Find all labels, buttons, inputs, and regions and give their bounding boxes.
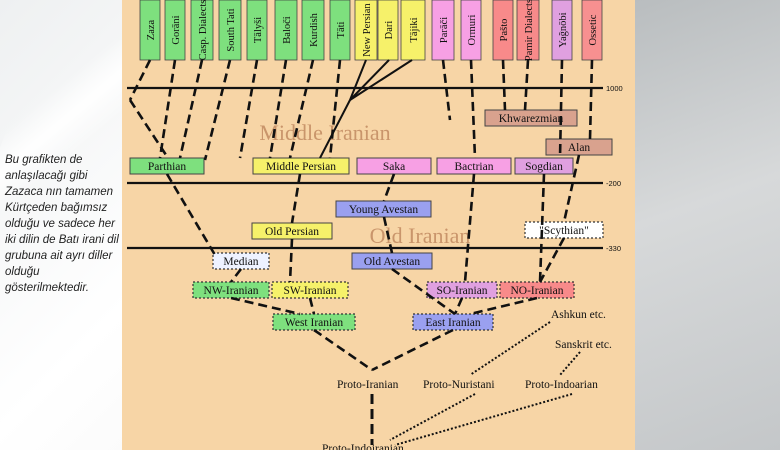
- branch-dari-a: [349, 59, 390, 101]
- lang-new-persian-label: New Persian: [362, 3, 373, 57]
- old-old-avestan-label: Old Avestan: [364, 256, 421, 268]
- mid-bactrian-label: Bactrian: [455, 161, 494, 173]
- proto-iranian-label: Proto-Iranian: [337, 379, 399, 391]
- branch-tajiki-a: [349, 59, 413, 101]
- branch-east-proto: [371, 328, 454, 372]
- lang-ossetic-label: Ossetic: [588, 14, 599, 45]
- mid-khwarezmian-label: Khwarezmian: [499, 113, 564, 125]
- lang-ya-n-bi-label: Yağnōbi: [558, 12, 569, 47]
- lang-south-tati-label: South Tati: [226, 8, 237, 51]
- group-west-iranian-label: West Iranian: [285, 317, 343, 329]
- lang-kurdish-label: Kurdish: [309, 12, 320, 47]
- branch-paraci: [441, 59, 452, 121]
- branch-youngav-oldav: [382, 216, 394, 254]
- group-sw-iranian-label: SW-Iranian: [283, 285, 336, 297]
- sanskrit-label: Sanskrit etc.: [555, 339, 612, 351]
- ashkun-label: Ashkun etc.: [551, 309, 606, 321]
- branch-parthian-median: [165, 173, 217, 256]
- branch-sanskrit: [559, 351, 581, 376]
- branch-tati: [328, 59, 342, 159]
- group-so-iranian-label: SO-Iranian: [436, 285, 487, 297]
- branch-indoarian: [394, 393, 573, 446]
- branch-casp: [178, 59, 204, 159]
- branch-ossetic: [588, 59, 594, 140]
- lang-balo-i-label: Baloči: [282, 16, 293, 43]
- lang-pa-to-label: Pašto: [499, 19, 510, 42]
- branch-west-proto: [313, 328, 373, 372]
- branch-gorani: [158, 59, 177, 159]
- branch-persian-b: [319, 99, 351, 159]
- old-old-persian-label: Old Persian: [265, 226, 319, 238]
- branch-scythian-no: [538, 237, 566, 283]
- branch-oldpers-sw: [288, 238, 294, 283]
- lang-zaza-label: Zaza: [146, 19, 157, 40]
- era-label-old-iranian: Old Iranian: [370, 223, 471, 248]
- branch-ormuri: [469, 59, 477, 159]
- mid-alan-label: Alan: [568, 142, 591, 154]
- old-young-avestan-label: Young Avestan: [349, 204, 418, 216]
- branch-south-tati: [203, 59, 232, 161]
- group-nw-iranian-label: NW-Iranian: [204, 285, 259, 297]
- branch-so-east: [453, 297, 464, 315]
- branch-nuristani: [389, 393, 476, 441]
- branch-new-persian-a: [349, 59, 367, 101]
- branch-pasto: [501, 59, 507, 111]
- branch-talysi: [238, 59, 259, 159]
- group-no-iranian-label: NO-Iranian: [510, 285, 563, 297]
- mid-khwarezmian-box: [484, 109, 578, 127]
- lang-ormuri-label: Ormuri: [467, 14, 478, 45]
- mid-parthian-label: Parthian: [148, 161, 187, 173]
- proto-indoiranian-label: Proto-Indoiranian: [322, 443, 404, 450]
- old-median-label: Median: [223, 256, 258, 268]
- branch-baloci: [268, 59, 288, 159]
- branch-oldav-east: [391, 267, 456, 316]
- branch-kurdish: [288, 59, 315, 159]
- branch-zaza: [128, 59, 152, 101]
- branch-saka-youngav: [382, 173, 396, 202]
- mid-sogdian-label: Sogdian: [525, 161, 563, 173]
- lang-casp-dialects-label: Casp. Dialects: [198, 0, 209, 60]
- branch-nw-west: [230, 296, 301, 316]
- lang-gor-ni-label: Gorāni: [171, 15, 182, 44]
- caption-text: Bu grafikten de anlaşılacağı gibi Zazaca…: [5, 154, 119, 294]
- lang-t-jiki-box: [400, 0, 426, 61]
- time-label-minus-330: -330: [606, 244, 621, 253]
- lang-t-jiki-label: Tājiki: [409, 17, 420, 42]
- group-no-iranian-box: [499, 281, 575, 299]
- old-young-avestan-box: [335, 200, 432, 218]
- proto-indoarian-label: Proto-Indoarian: [525, 379, 598, 391]
- branch-no-east: [469, 296, 538, 316]
- group-east-iranian-label: East Iranian: [425, 317, 480, 329]
- branch-sogdian-no: [538, 173, 546, 283]
- lang-par-i-label: Parāči: [439, 17, 450, 43]
- lang-t-ly-i-label: Tālyši: [253, 17, 264, 43]
- time-label-minus-200: -200: [606, 179, 621, 188]
- mid-middle-persian-label: Middle Persian: [266, 161, 336, 173]
- slide-background-right: [635, 0, 780, 450]
- branch-midpers-oldpers: [290, 173, 302, 224]
- branch-bactrian-so: [463, 173, 476, 283]
- lang-pamir-dialects-label: Pamir Dialects: [524, 0, 535, 61]
- proto-nuristani-label: Proto-Nuristani: [423, 379, 495, 391]
- mid-saka-label: Saka: [383, 161, 405, 173]
- old-scythian-label: "Scythian": [539, 225, 589, 237]
- time-label-1000: 1000: [606, 84, 623, 93]
- era-label-middle-iranian: Middle Iranian: [259, 120, 390, 145]
- branch-median-nw: [229, 268, 243, 283]
- branch-sw-west: [308, 297, 316, 315]
- branch-alan-scythian: [562, 154, 581, 223]
- lang-dari-label: Dari: [384, 21, 395, 40]
- lang-t-ti-label: Tāti: [336, 21, 347, 38]
- branch-pamir: [523, 59, 530, 111]
- branch-yagnobi: [558, 59, 564, 159]
- mid-middle-persian-box: [252, 157, 350, 175]
